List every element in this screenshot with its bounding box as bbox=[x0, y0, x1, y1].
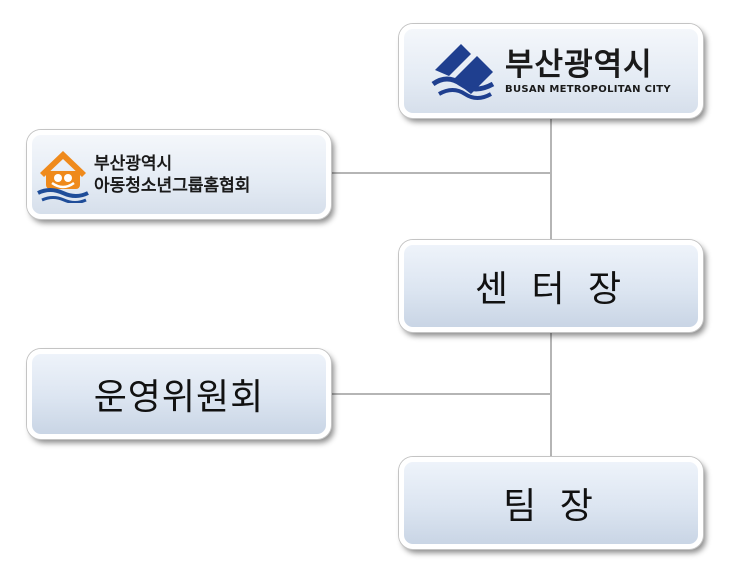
busan-city-name-en: BUSAN METROPOLITAN CITY bbox=[505, 83, 671, 95]
committee-label: 운영위원회 bbox=[93, 377, 265, 418]
busan-city-emblem-icon bbox=[431, 44, 495, 100]
association-house-icon bbox=[37, 150, 89, 203]
node-busan-city: 부산광역시 BUSAN METROPOLITAN CITY bbox=[399, 24, 703, 118]
team-lead-label: 팀 장 bbox=[503, 486, 599, 527]
node-center-head: 센 터 장 bbox=[399, 240, 703, 332]
connector-center-to-team bbox=[550, 330, 552, 460]
connector-committee-to-team bbox=[330, 393, 551, 395]
node-team-lead: 팀 장 bbox=[399, 457, 703, 549]
node-committee: 운영위원회 bbox=[27, 349, 331, 439]
busan-city-logo: 부산광역시 BUSAN METROPOLITAN CITY bbox=[431, 40, 671, 102]
center-head-label: 센 터 장 bbox=[474, 269, 628, 310]
connector-city-to-center bbox=[550, 115, 552, 245]
association-name-line1: 부산광역시 bbox=[94, 153, 173, 174]
association-logo: 부산광역시 아동청소년그룹홈협회 bbox=[32, 147, 326, 203]
node-association: 부산광역시 아동청소년그룹홈협회 bbox=[27, 130, 331, 219]
connector-association-to-center bbox=[330, 172, 551, 174]
association-name-line2: 아동청소년그룹홈협회 bbox=[94, 175, 251, 196]
busan-city-name-kr: 부산광역시 bbox=[505, 46, 653, 83]
